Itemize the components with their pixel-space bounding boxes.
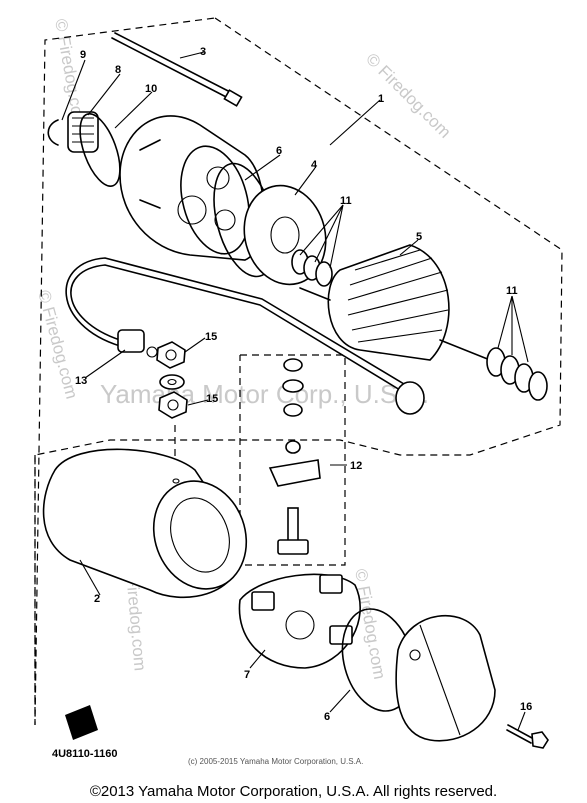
terminal-clip [268, 459, 321, 487]
label-15-lower: 15 [206, 393, 218, 405]
leader-lines [61, 51, 529, 731]
label-1: 1 [378, 93, 384, 105]
diagram-code: 4U8110-1160 [52, 748, 117, 760]
label-13: 13 [75, 375, 87, 387]
exploded-parts-diagram: © Firedog.com © Firedog.com © Firedog.co… [34, 17, 563, 766]
nut-lower [158, 391, 188, 419]
label-6-upper: 6 [276, 145, 282, 157]
label-4: 4 [311, 159, 318, 171]
nut-upper [156, 341, 186, 369]
shim-stack-lower [486, 347, 548, 401]
insulator-washers [282, 358, 304, 454]
watermark-top-right: © Firedog.com [362, 49, 454, 141]
footer-copyright: ©2013 Yamaha Motor Corporation, U.S.A. A… [89, 783, 498, 800]
watermark-center: Yamaha Motor Corp., U.S.A. [100, 379, 429, 409]
label-3: 3 [200, 46, 206, 58]
label-12: 12 [350, 460, 362, 472]
terminal-bolt [277, 507, 309, 555]
brush-kit-boundary [239, 354, 346, 566]
armature [299, 244, 491, 361]
label-2: 2 [94, 593, 100, 605]
cover-bolt [506, 724, 549, 749]
label-7: 7 [244, 669, 250, 681]
lead-wire [65, 257, 425, 415]
parts-icon [65, 705, 98, 740]
brush-plate [238, 573, 361, 669]
label-10: 10 [145, 83, 157, 95]
label-11-lower: 11 [506, 285, 518, 297]
gear-housing [119, 115, 265, 261]
label-9: 9 [80, 49, 86, 61]
through-bolt [111, 32, 243, 107]
label-15-upper: 15 [205, 331, 217, 343]
label-16: 16 [520, 701, 532, 713]
label-6-lower: 6 [324, 711, 330, 723]
washer-middle [159, 374, 185, 390]
yoke-housing [42, 448, 248, 599]
shim-stack-upper [291, 249, 333, 287]
rear-cover [395, 614, 496, 742]
label-8: 8 [115, 64, 121, 76]
snap-ring [47, 119, 59, 146]
assembly-boundary [34, 17, 563, 726]
label-5: 5 [416, 231, 422, 243]
label-11-upper: 11 [340, 195, 352, 207]
o-ring-front [79, 113, 121, 187]
small-copyright: (c) 2005-2015 Yamaha Motor Corporation, … [188, 757, 363, 766]
